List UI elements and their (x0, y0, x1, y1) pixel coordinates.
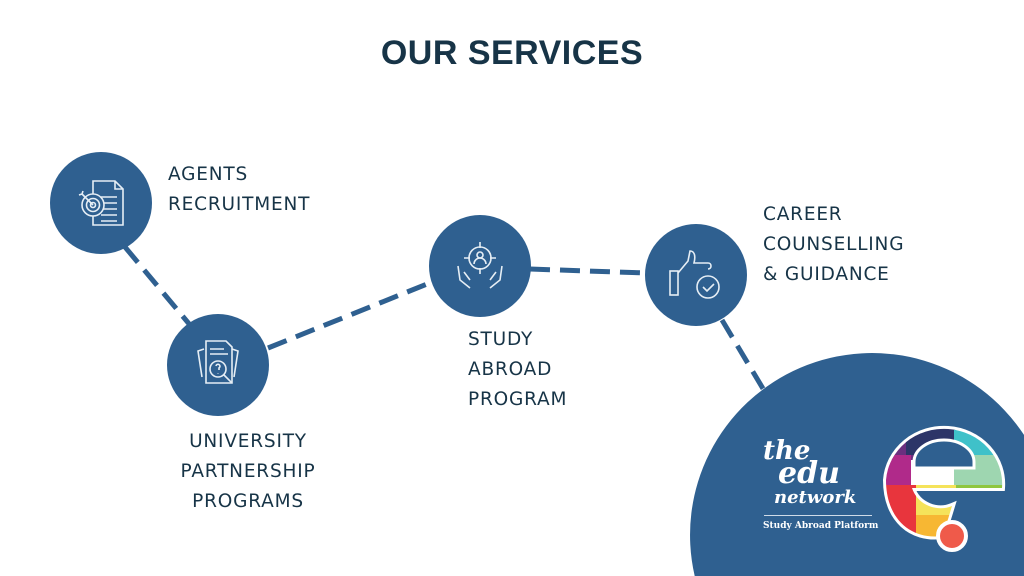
label-line: PARTNERSHIP (180, 461, 316, 482)
logo-network: network (774, 487, 857, 508)
label-line: AGENTS (168, 164, 249, 185)
service-label-agents: AGENTS RECRUITMENT (168, 160, 310, 220)
career-counselling-node (645, 224, 747, 326)
label-line: UNIVERSITY (189, 431, 307, 452)
service-label-career: CAREER COUNSELLING & GUIDANCE (763, 200, 904, 290)
service-label-university: UNIVERSITY PARTNERSHIP PROGRAMS (168, 427, 328, 517)
thumbs-up-check-icon (669, 250, 720, 299)
logo-e-mark-icon (882, 425, 1006, 552)
label-line: & GUIDANCE (763, 264, 890, 285)
logo-edu: edu (778, 456, 840, 491)
label-line: PROGRAMS (192, 491, 304, 512)
label-line: ABROAD (468, 359, 553, 380)
logo-the: the (763, 436, 811, 466)
target-document-icon (78, 180, 124, 226)
label-line: COUNSELLING (763, 234, 905, 255)
university-partnership-node (167, 314, 269, 416)
label-line: STUDY (468, 329, 534, 350)
label-line: CAREER (763, 204, 843, 225)
study-abroad-node (429, 215, 531, 317)
hands-target-person-icon (457, 242, 503, 289)
label-line: RECRUITMENT (168, 194, 311, 215)
page-title: OUR SERVICES (380, 34, 644, 72)
service-label-study-abroad: STUDY ABROAD PROGRAM (468, 325, 567, 415)
logo-divider (764, 515, 872, 516)
agents-recruitment-node (50, 152, 152, 254)
document-search-icon (197, 340, 239, 384)
label-line: PROGRAM (468, 389, 568, 410)
logo-tagline: Study Abroad Platform (763, 521, 879, 531)
